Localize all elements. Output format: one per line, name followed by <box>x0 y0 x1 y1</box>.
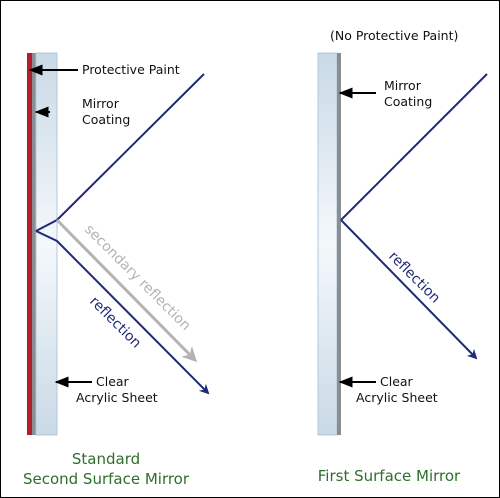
protective-paint-label: Protective Paint <box>82 62 180 77</box>
no-protective-paint-note: (No Protective Paint) <box>330 28 458 43</box>
protective-paint-layer <box>27 53 32 435</box>
acrylic-label-right-1: Clear <box>380 374 414 389</box>
incoming-ray-right <box>340 73 488 221</box>
acrylic-label-right-2: Acrylic Sheet <box>356 390 438 405</box>
acrylic-sheet-left <box>35 52 58 436</box>
caption-right: First Surface Mirror <box>318 467 461 485</box>
caption-left-1: Standard <box>72 450 140 468</box>
caption-left-2: Second Surface Mirror <box>23 470 190 488</box>
mirror-coating-label-left-1: Mirror <box>82 96 120 111</box>
secondary-reflection-label: secondary reflection <box>81 222 193 334</box>
incoming-ray-left <box>35 73 205 232</box>
reflection-label-right: reflection <box>385 249 443 307</box>
secondary-reflection-ray <box>55 218 198 363</box>
reflection-ray-left <box>35 230 210 395</box>
mirror-coating-label-left-2: Coating <box>82 112 130 127</box>
reflection-ray-right <box>340 219 478 360</box>
mirror-coating-label-right-1: Mirror <box>384 78 422 93</box>
reflection-label-left: reflection <box>86 294 144 352</box>
acrylic-sheet-right <box>317 52 338 436</box>
mirror-coating-layer-right <box>337 53 341 435</box>
mirror-coating-layer <box>32 53 36 435</box>
acrylic-label-left-1: Clear <box>96 374 130 389</box>
mirror-coating-label-right-2: Coating <box>384 94 432 109</box>
acrylic-label-left-2: Acrylic Sheet <box>76 390 158 405</box>
